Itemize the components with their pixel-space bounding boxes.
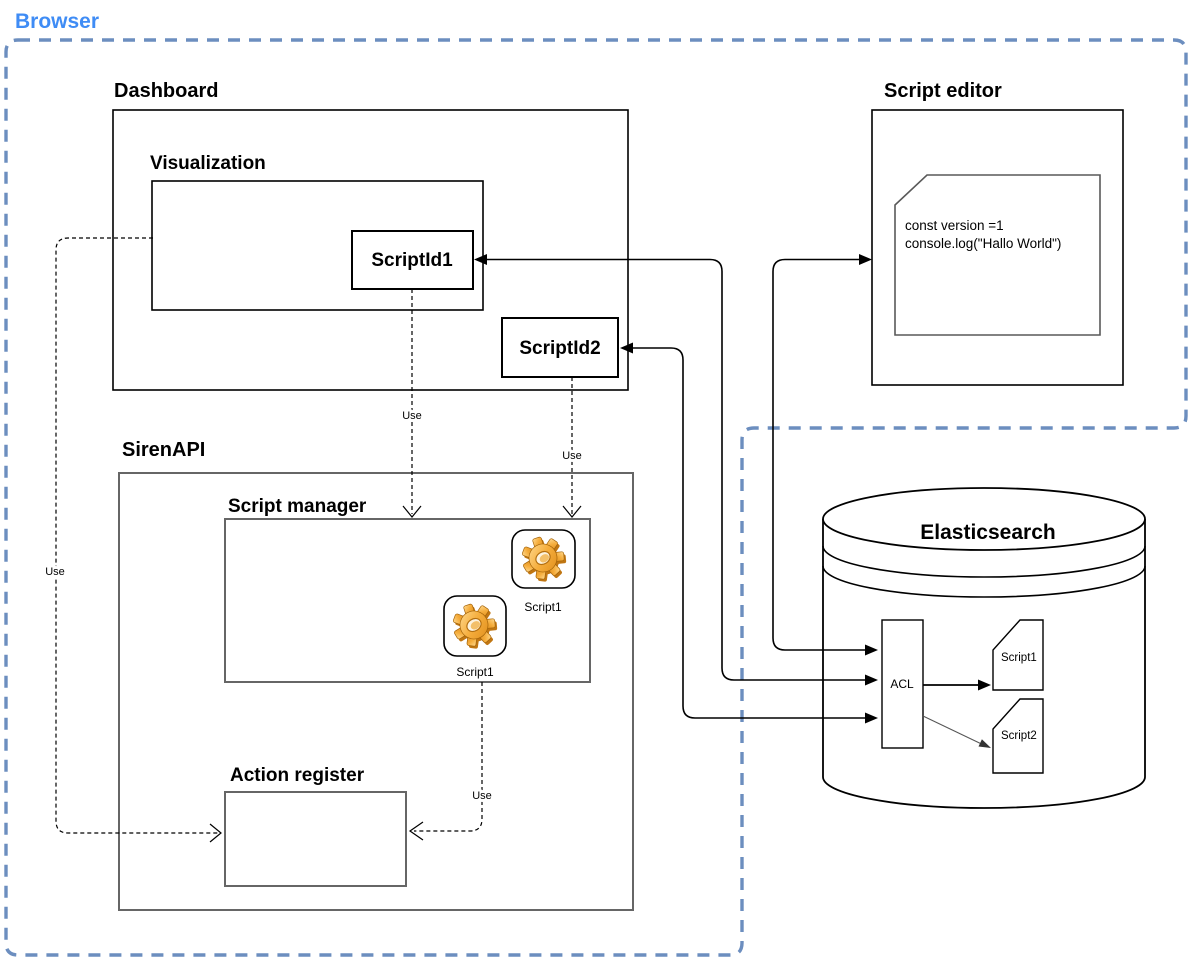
use-label-scriptid1: Use [402,410,422,422]
edge-scriptid1-scriptmanager [402,289,422,518]
acl-box [881,619,924,749]
script-editor-label: Script editor [884,80,1002,102]
edge-acl-script2 [922,715,991,748]
edge-scripteditor-acl [772,254,878,656]
action-register-box [224,791,407,887]
script-manager-label: Script manager [228,496,367,517]
edge-acl-script1 [923,679,991,691]
scriptid2-label: ScriptId2 [519,338,600,359]
edge-scriptmanager-actionregister [408,682,483,841]
edge-scriptid1-acl [474,254,878,686]
use-label-visualization: Use [45,566,65,578]
browser-boundary [4,38,1188,957]
visualization-label: Visualization [150,153,266,174]
edge-scriptid2-scriptmanager [562,377,582,518]
es-script1-label: Script1 [1001,652,1037,664]
use-label-scriptid2: Use [562,450,582,462]
script-editor-note [894,174,1101,336]
edge-scriptid2-acl [620,342,878,724]
es-script2-label: Script2 [1001,730,1037,742]
scriptid1-label: ScriptId1 [371,250,453,271]
code-line1: const version =1 [905,218,1004,233]
use-label-actionregister: Use [472,790,492,802]
scriptid2-box [501,317,619,378]
sirenapi-label: SirenAPI [122,439,205,461]
scriptid1-box [351,230,474,290]
dashboard-label: Dashboard [114,80,218,102]
es-script2-note [992,698,1044,774]
code-line2: console.log("Hallo World") [905,236,1061,251]
edge-visualization-actionregister [55,237,222,843]
gear2-label: Script1 [456,665,494,679]
acl-label: ACL [890,677,914,691]
browser-label: Browser [15,10,99,33]
action-register-label: Action register [230,765,365,786]
elasticsearch-label: Elasticsearch [920,521,1055,544]
gear1-label: Script1 [524,600,562,614]
es-script1-note [992,619,1044,691]
